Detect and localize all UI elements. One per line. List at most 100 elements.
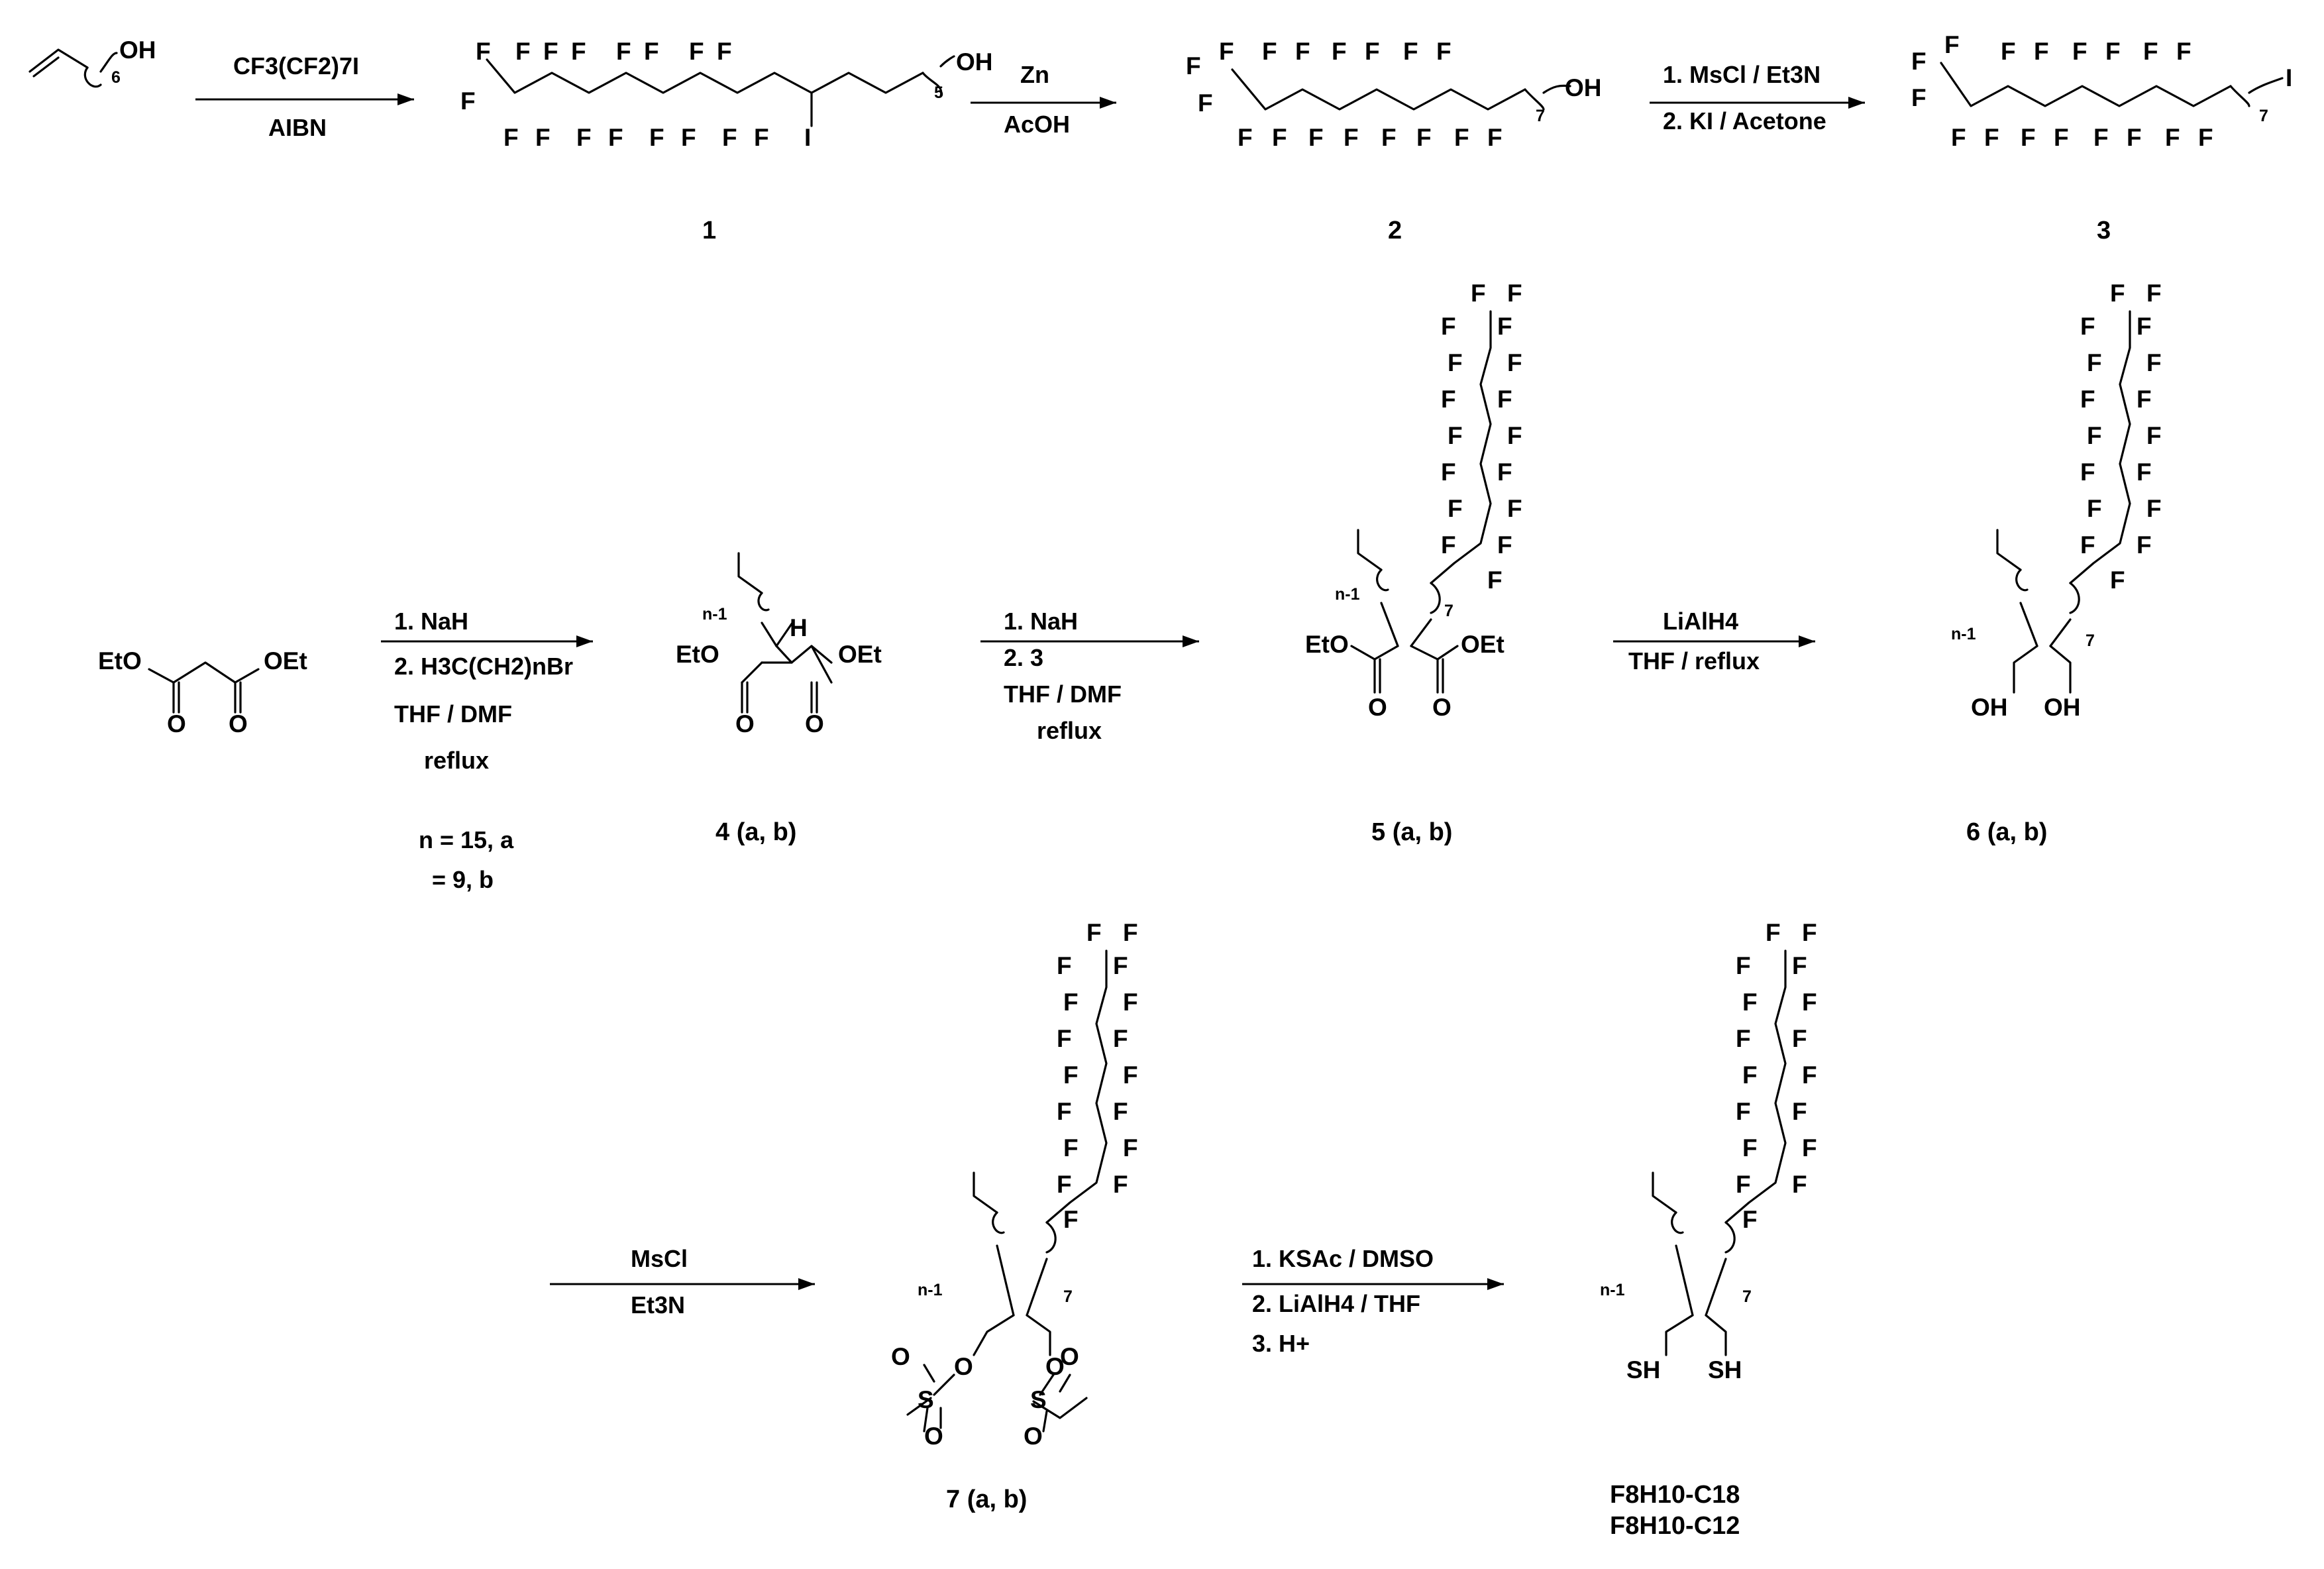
octenol-structure: OH 6 (28, 36, 156, 88)
svg-text:F: F (1381, 124, 1397, 151)
arrow-step-2: Zn AcOH (971, 61, 1116, 138)
svg-text:F: F (2105, 38, 2121, 65)
o-label: O (954, 1353, 973, 1380)
svg-text:F: F (2072, 38, 2087, 65)
compound-1-label: 1 (702, 217, 716, 244)
svg-text:F: F (1272, 124, 1287, 151)
diethyl-malonate-structure: EtO OEt O O (98, 647, 307, 737)
svg-text:F: F (2054, 124, 2069, 151)
svg-text:F: F (1742, 989, 1758, 1016)
compound-7-label: 7 (a, b) (946, 1486, 1027, 1513)
svg-text:F: F (2176, 38, 2192, 65)
reagent-5-line1: 1. NaH (1004, 608, 1078, 635)
svg-text:F: F (1063, 1061, 1079, 1089)
svg-text:F: F (2127, 124, 2142, 151)
n-minus-1-label: n-1 (702, 605, 727, 623)
svg-text:F: F (681, 124, 696, 151)
f-atom-labels: F F F F F F F F F F F F F F F F F (2080, 280, 2162, 594)
svg-text:F: F (1802, 989, 1817, 1016)
svg-text:F: F (1441, 386, 1456, 413)
svg-text:F: F (2110, 567, 2125, 594)
oh-label: OH (956, 48, 993, 76)
svg-text:F: F (1057, 1098, 1072, 1125)
compound-5-label: 5 (a, b) (1371, 818, 1452, 846)
h-label: H (790, 614, 808, 641)
svg-text:F: F (1951, 124, 1966, 151)
subscript-7: 7 (2259, 107, 2268, 125)
eto-label: EtO (98, 647, 142, 675)
compound-6-label: 6 (a, b) (1966, 818, 2047, 846)
svg-text:F: F (649, 124, 664, 151)
svg-text:F: F (1766, 919, 1781, 946)
oh-label: OH (119, 36, 156, 64)
compound-5-structure: n-1 7 EtO OEt O O F F F F F F F F F F F … (1305, 280, 1522, 721)
svg-text:F: F (1792, 1025, 1807, 1052)
f-atom-labels: F F F F F F F F F F F F F F F F F (1186, 38, 1503, 151)
iodine-label: I (804, 124, 811, 151)
svg-text:F: F (1219, 38, 1234, 65)
reagent-1-bottom: AIBN (268, 114, 327, 141)
svg-text:F: F (1497, 313, 1512, 340)
reagent-8-line3: 3. H+ (1252, 1330, 1310, 1357)
svg-text:F: F (1113, 952, 1128, 979)
svg-text:F: F (2087, 349, 2102, 376)
svg-text:F: F (2080, 531, 2095, 559)
eto-label: EtO (676, 641, 719, 668)
svg-text:F: F (1454, 124, 1469, 151)
svg-text:F: F (1057, 1025, 1072, 1052)
subscript-7: 7 (1444, 602, 1453, 620)
svg-text:F: F (2110, 280, 2125, 307)
reagent-2-top: Zn (1020, 61, 1049, 88)
sulfur-label: S (918, 1386, 934, 1413)
arrow-step-6: LiAlH4 THF / reflux (1613, 608, 1815, 675)
reagent-6-bottom: THF / reflux (1628, 647, 1760, 675)
f-atom-labels: F F F F F F F F F F F F F F F F F (460, 38, 769, 151)
reagent-8-line2: 2. LiAlH4 / THF (1252, 1290, 1420, 1317)
sh-label: SH (1626, 1356, 1660, 1383)
compound-2-structure: OH 7 F F F F F F F F F F F F F F F F F (1186, 38, 1602, 151)
o-label: O (167, 710, 186, 737)
reagent-6-top: LiAlH4 (1663, 608, 1738, 635)
svg-text:F: F (1113, 1025, 1128, 1052)
reagent-7-bottom: Et3N (631, 1291, 685, 1319)
svg-text:F: F (571, 38, 586, 65)
reagent-4-line1: 1. NaH (394, 608, 468, 635)
sulfur-label: S (1030, 1386, 1047, 1413)
svg-text:F: F (754, 124, 769, 151)
svg-text:F: F (2080, 459, 2095, 486)
svg-text:F: F (1448, 349, 1463, 376)
svg-text:F: F (1441, 531, 1456, 559)
o-label: O (891, 1343, 910, 1370)
svg-text:F: F (1487, 124, 1503, 151)
svg-text:F: F (1792, 1098, 1807, 1125)
reagent-3-bottom: 2. KI / Acetone (1663, 107, 1826, 135)
reagent-5-line4: reflux (1037, 717, 1102, 744)
svg-text:F: F (503, 124, 519, 151)
svg-text:F: F (1802, 1061, 1817, 1089)
final-dithiol-structure: n-1 7 SH SH F F F F F F F F F F F F F F … (1600, 919, 1817, 1383)
reagent-4-note1: n = 15, a (419, 826, 514, 853)
svg-text:F: F (717, 38, 732, 65)
svg-text:F: F (1497, 459, 1512, 486)
reagent-4-line2: 2. H3C(CH2)nBr (394, 653, 573, 680)
svg-text:F: F (2087, 495, 2102, 522)
svg-text:F: F (1487, 567, 1503, 594)
f-atom-labels: F F F F F F F F F F F F F F F F F (1911, 31, 2213, 151)
svg-text:F: F (1802, 919, 1817, 946)
svg-text:F: F (1063, 1134, 1079, 1162)
svg-text:F: F (2093, 124, 2109, 151)
svg-text:F: F (1086, 919, 1102, 946)
svg-text:F: F (644, 38, 659, 65)
compound-4-label: 4 (a, b) (715, 818, 796, 846)
svg-text:F: F (1113, 1171, 1128, 1198)
svg-text:F: F (1295, 38, 1310, 65)
o-label: O (1368, 694, 1387, 721)
svg-text:F: F (1507, 422, 1522, 449)
n-minus-1-label: n-1 (918, 1281, 943, 1299)
subscript-6: 6 (111, 68, 121, 87)
svg-text:F: F (1063, 989, 1079, 1016)
svg-text:F: F (1736, 952, 1751, 979)
reagent-1-top: CF3(CF2)7I (233, 52, 359, 80)
svg-text:F: F (1944, 31, 1960, 58)
